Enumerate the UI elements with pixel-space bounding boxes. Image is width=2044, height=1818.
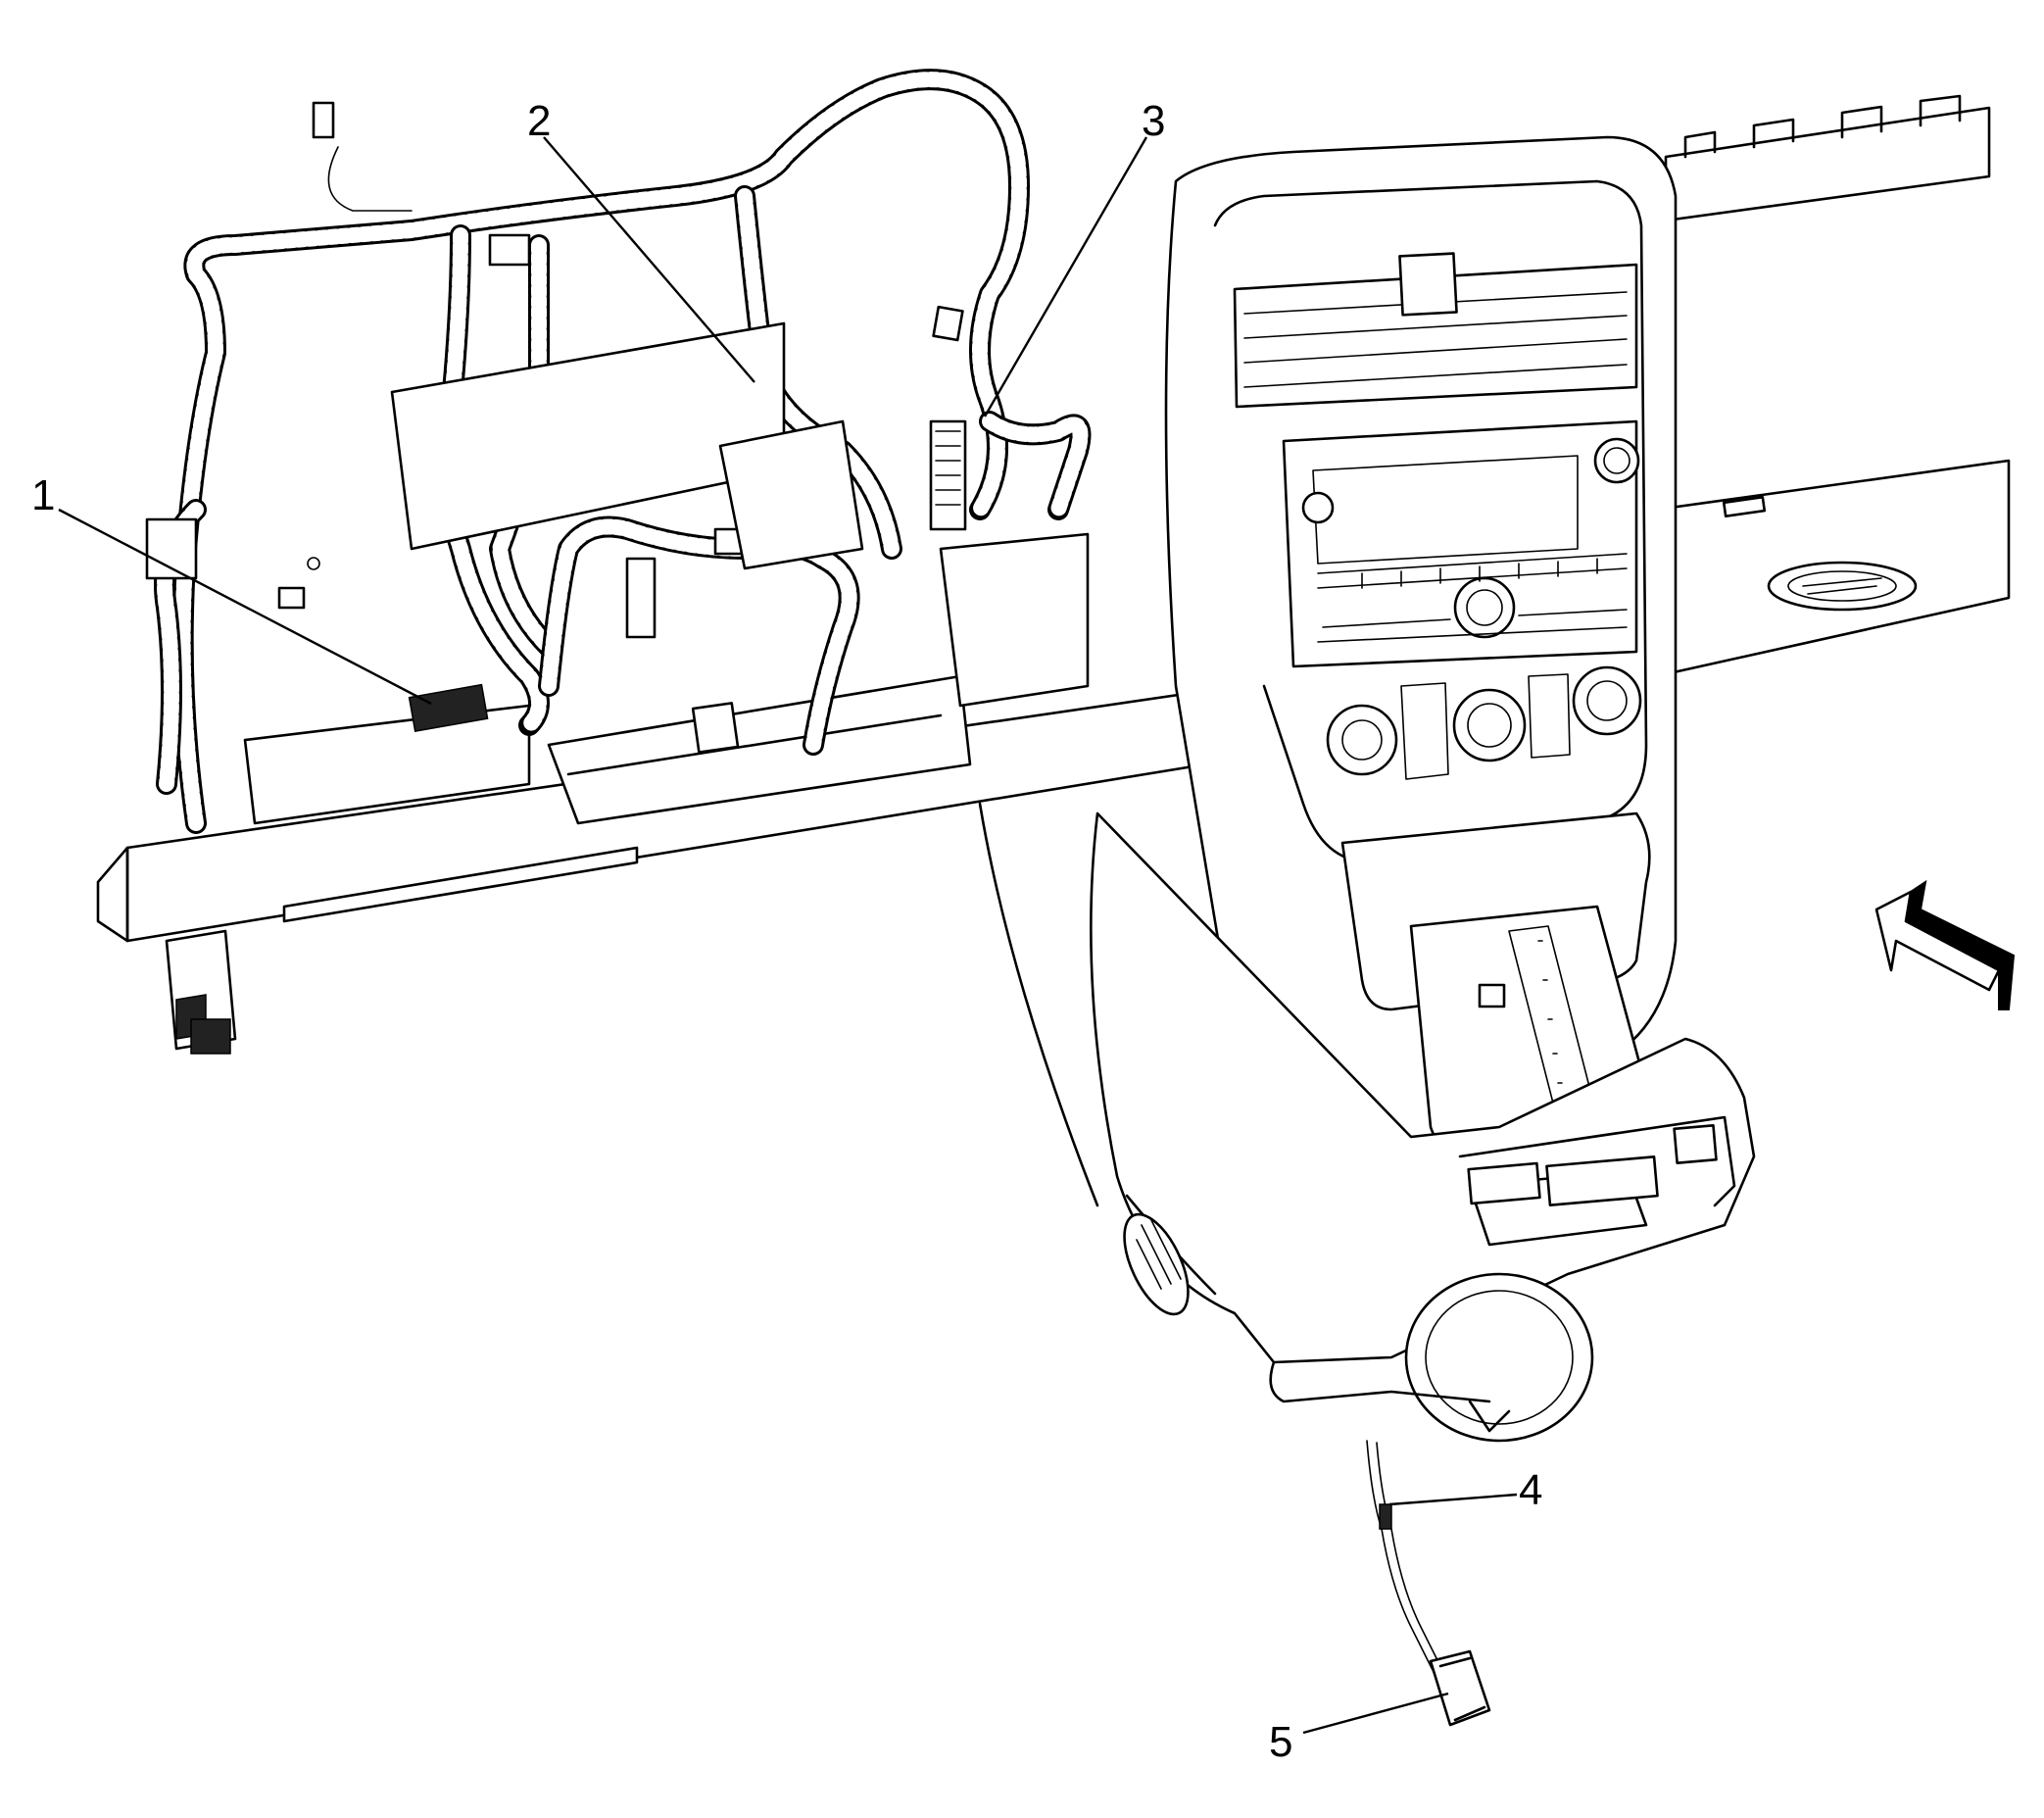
instrument-panel-beam: [1654, 94, 2011, 678]
callout-5: 5: [1269, 1718, 1292, 1766]
leader-2: [543, 136, 755, 383]
leader-lines: [58, 136, 1518, 1735]
callout-4: 4: [1519, 1466, 1542, 1514]
leader-1: [58, 508, 432, 706]
callouts: 1 2 3 4 5: [31, 97, 1542, 1766]
view-direction-arrow-icon: [1874, 879, 2016, 1010]
lower-dash-rail: [96, 532, 1207, 1051]
connector-part-5: [1429, 1649, 1491, 1727]
sensor-lead: [1366, 1440, 1451, 1687]
callout-3: 3: [1142, 97, 1165, 145]
leader-5: [1302, 1692, 1449, 1735]
instrument-panel-wiring-harness: [145, 69, 1092, 1055]
center-stack: [978, 135, 1756, 1443]
leader-4: [1388, 1493, 1518, 1506]
leader-3: [983, 136, 1148, 418]
callout-1: 1: [31, 471, 55, 519]
callout-2: 2: [527, 97, 551, 145]
